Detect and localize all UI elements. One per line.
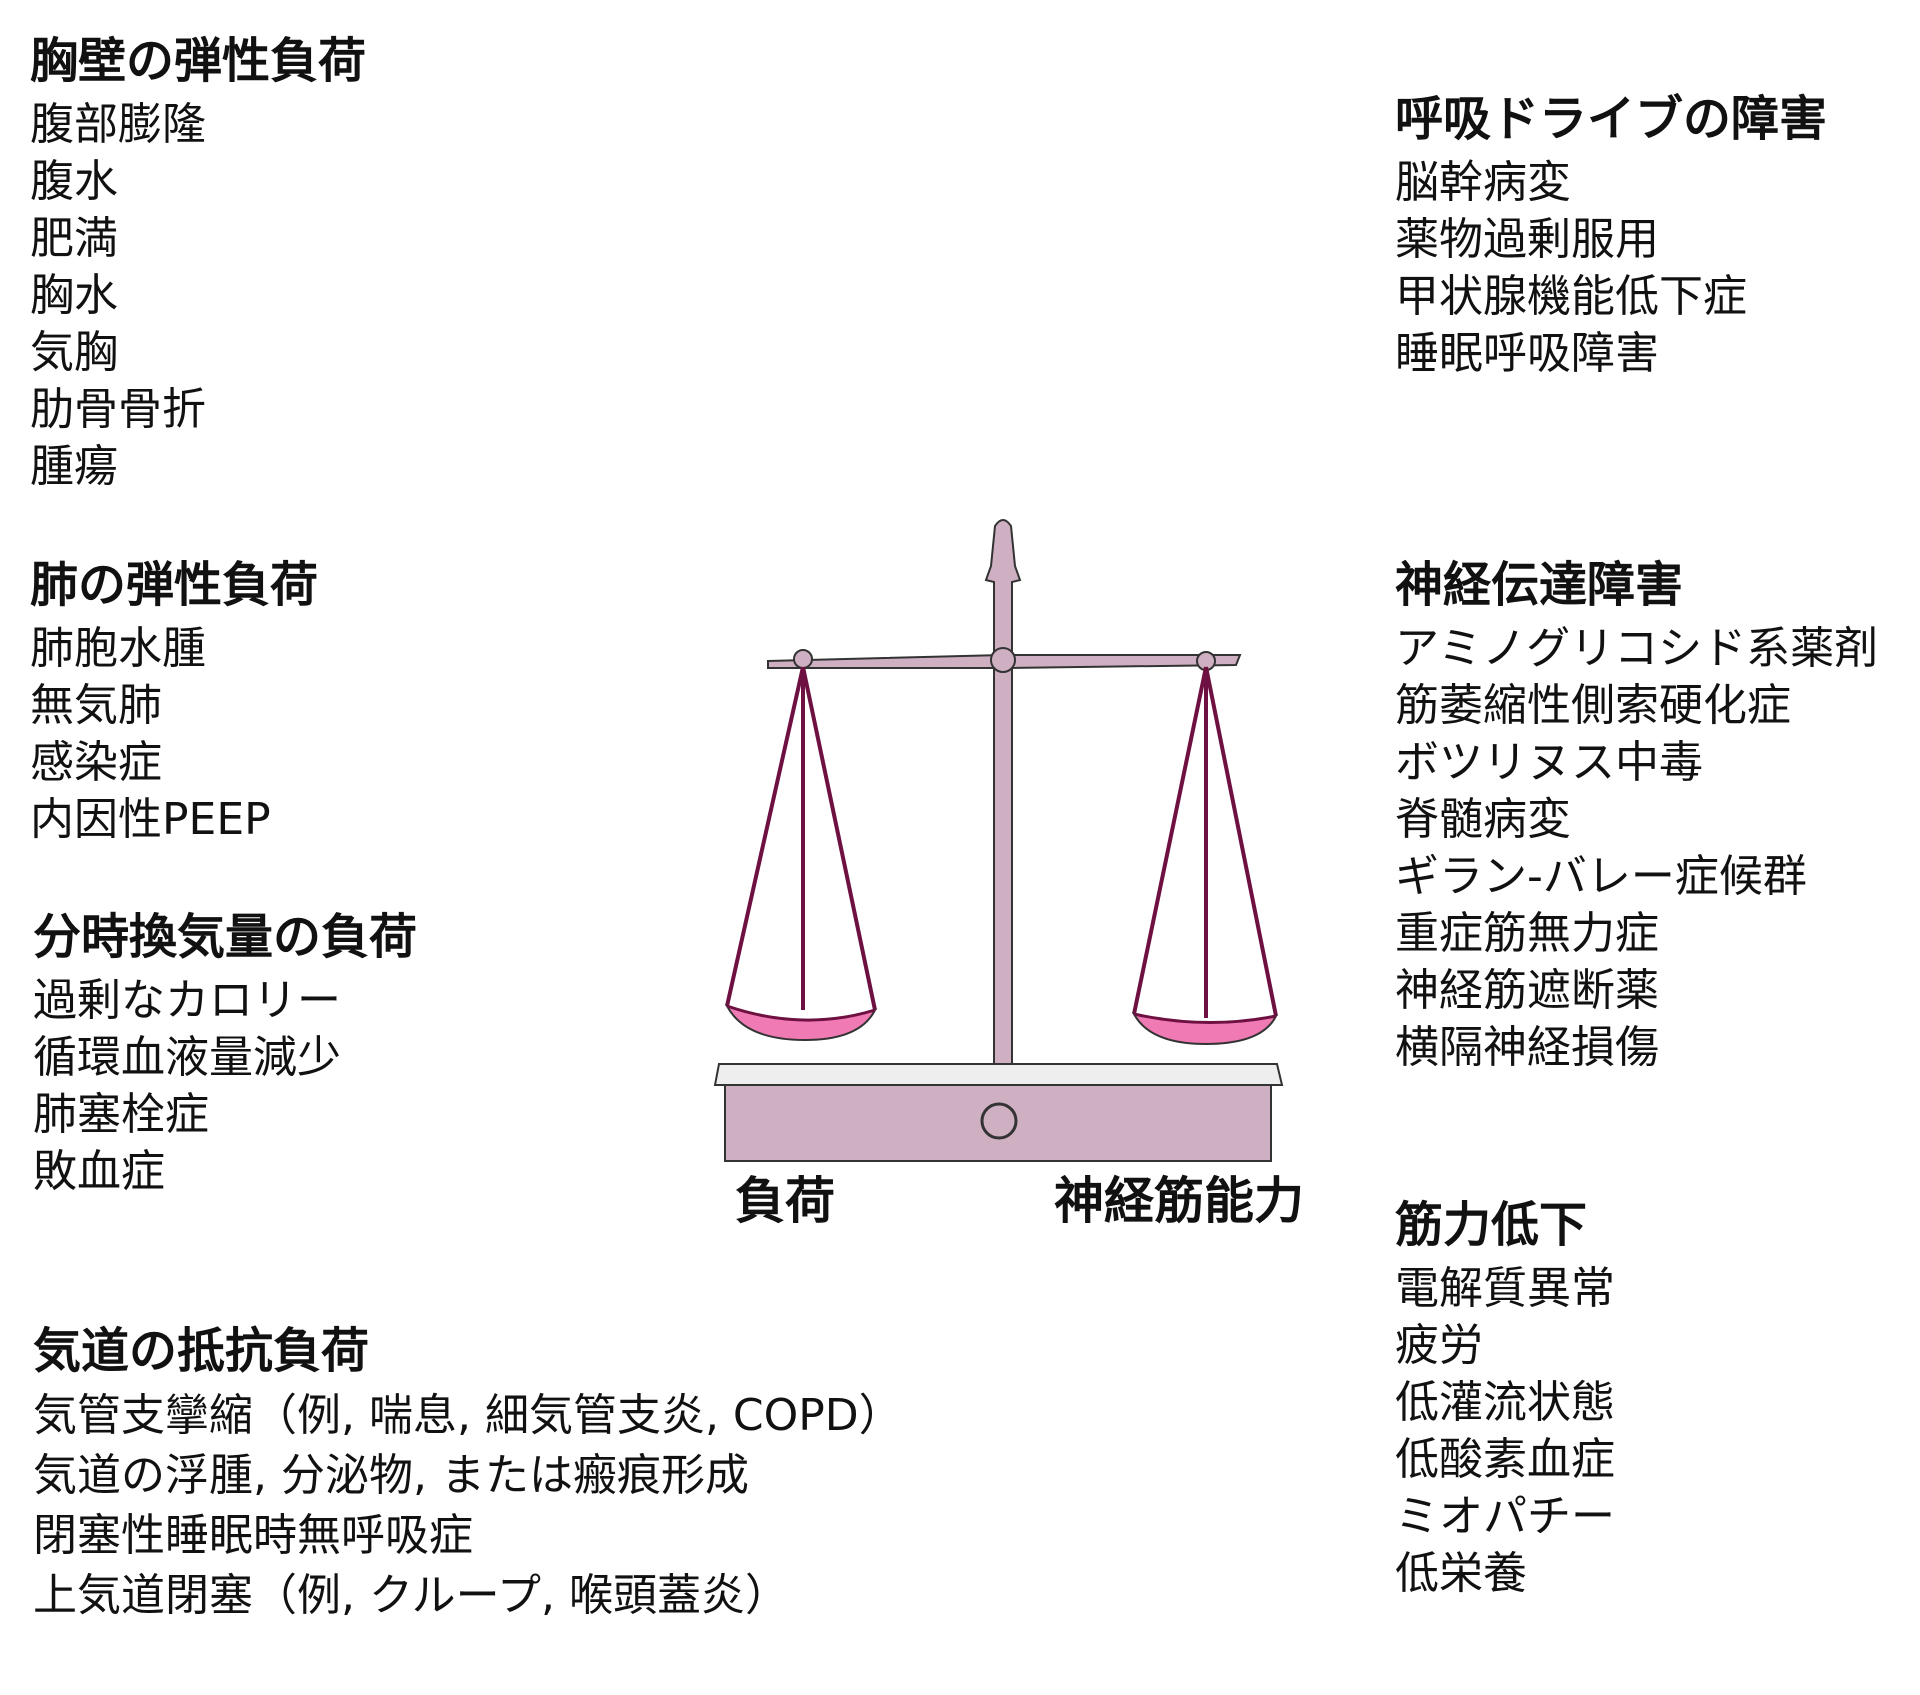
muscle-weakness-heading: 筋力低下: [1395, 1197, 1588, 1253]
list-item: 腫瘍: [30, 441, 118, 492]
list-item: 脊髄病変: [1395, 794, 1571, 845]
list-item: ボツリヌス中毒: [1395, 737, 1703, 788]
minute-ventilation-load-group: 分時換気量の負荷 過剰なカロリー 循環血液量減少 肺塞栓症 敗血症: [33, 908, 417, 1200]
list-item: 肥満: [30, 213, 118, 264]
neurotransmission-list: アミノグリコシド系薬剤 筋萎縮性側索硬化症 ボツリヌス中毒 脊髄病変 ギラン-バ…: [1395, 620, 1878, 1076]
list-item: 肺胞水腫: [30, 623, 206, 674]
airway-resistance-load-group: 気道の抵抗負荷 気管支攣縮（例, 喘息, 細気管支炎, COPD） 気道の浮腫,…: [33, 1322, 903, 1626]
lung-load-heading: 肺の弾性負荷: [30, 557, 319, 613]
list-item: 神経筋遮断薬: [1395, 965, 1659, 1016]
minute-ventilation-load-list: 過剰なカロリー 循環血液量減少 肺塞栓症 敗血症: [33, 972, 417, 1200]
scale-post: [984, 519, 1022, 1065]
chest-wall-load-heading: 胸壁の弾性負荷: [30, 33, 367, 89]
right-pan-chain-left: [1132, 666, 1208, 1015]
list-item: 敗血症: [33, 1146, 165, 1197]
list-item: 過剰なカロリー: [33, 975, 341, 1026]
list-item: 低酸素血症: [1395, 1434, 1615, 1485]
chest-wall-load-group: 胸壁の弾性負荷 腹部膨隆 腹水 肥満 胸水 気胸 肋骨骨折 腫瘍: [30, 32, 366, 495]
list-item: 胸水: [30, 270, 118, 321]
right-pan-rim: [1133, 1012, 1277, 1025]
list-item: 横隔神経損傷: [1395, 1022, 1659, 1073]
list-item: 睡眠呼吸障害: [1395, 328, 1659, 379]
list-item: 腹部膨隆: [30, 99, 206, 150]
beam-left-knob: [793, 649, 813, 669]
list-item: 上気道閉塞（例, クループ, 喉頭蓋炎）: [33, 1570, 789, 1621]
list-item: 気胸: [30, 327, 118, 378]
list-item: 気道の浮腫, 分泌物, または瘢痕形成: [33, 1450, 749, 1501]
lung-load-list: 肺胞水腫 無気肺 感染症 内因性PEEP: [30, 620, 318, 848]
neuromuscular-capacity-label: 神経筋能力: [1054, 1172, 1304, 1230]
list-item: 閉塞性睡眠時無呼吸症: [33, 1510, 473, 1561]
neurotransmission-heading: 神経伝達障害: [1395, 557, 1684, 613]
load-label: 負荷: [735, 1172, 835, 1230]
list-item: 薬物過剰服用: [1395, 214, 1659, 265]
list-item: ギラン-バレー症候群: [1395, 851, 1807, 902]
muscle-weakness-list: 電解質異常 疲労 低灌流状態 低酸素血症 ミオパチー 低栄養: [1395, 1260, 1615, 1602]
respiratory-drive-group: 呼吸ドライブの障害 脳幹病変 薬物過剰服用 甲状腺機能低下症 睡眠呼吸障害: [1395, 90, 1827, 382]
list-item: 低栄養: [1395, 1548, 1527, 1599]
chest-wall-load-list: 腹部膨隆 腹水 肥満 胸水 気胸 肋骨骨折 腫瘍: [30, 96, 366, 495]
list-item: 甲状腺機能低下症: [1395, 271, 1747, 322]
list-item: 肋骨骨折: [30, 384, 206, 435]
list-item: 循環血液量減少: [33, 1032, 341, 1083]
list-item: 重症筋無力症: [1395, 908, 1659, 959]
left-pan-chain-right: [801, 666, 877, 1011]
muscle-weakness-group: 筋力低下 電解質異常 疲労 低灌流状態 低酸素血症 ミオパチー 低栄養: [1395, 1196, 1615, 1602]
beam-center-pivot: [990, 647, 1016, 673]
list-item: 腹水: [30, 156, 118, 207]
list-item: アミノグリコシド系薬剤: [1395, 623, 1879, 674]
balance-scale-illustration: 負荷 神経筋能力: [713, 519, 1304, 1230]
left-pan-rim: [726, 1004, 876, 1022]
left-pan-chain-left: [725, 666, 805, 1007]
list-item: 低灌流状態: [1395, 1377, 1615, 1428]
list-item: 脳幹病変: [1395, 157, 1571, 208]
scale-base-top: [713, 1063, 1284, 1086]
list-item: 内因性PEEP: [30, 794, 271, 845]
respiratory-drive-list: 脳幹病変 薬物過剰服用 甲状腺機能低下症 睡眠呼吸障害: [1395, 154, 1827, 382]
neurotransmission-group: 神経伝達障害 アミノグリコシド系薬剤 筋萎縮性側索硬化症 ボツリヌス中毒 脊髄病…: [1395, 556, 1878, 1076]
scale-base-knob: [980, 1102, 1018, 1140]
lung-load-group: 肺の弾性負荷 肺胞水腫 無気肺 感染症 内因性PEEP: [30, 556, 318, 848]
list-item: 気管支攣縮（例, 喘息, 細気管支炎, COPD）: [33, 1390, 903, 1441]
list-item: 無気肺: [30, 680, 162, 731]
list-item: 筋萎縮性側索硬化症: [1395, 680, 1791, 731]
list-item: 肺塞栓症: [33, 1089, 209, 1140]
airway-resistance-load-list: 気管支攣縮（例, 喘息, 細気管支炎, COPD） 気道の浮腫, 分泌物, また…: [33, 1386, 903, 1626]
respiratory-drive-heading: 呼吸ドライブの障害: [1395, 91, 1828, 147]
list-item: 感染症: [30, 737, 162, 788]
minute-ventilation-load-heading: 分時換気量の負荷: [33, 909, 418, 965]
list-item: ミオパチー: [1395, 1491, 1615, 1542]
right-pan-chain-right: [1204, 666, 1278, 1017]
list-item: 電解質異常: [1395, 1263, 1615, 1314]
list-item: 疲労: [1395, 1320, 1483, 1371]
airway-resistance-load-heading: 気道の抵抗負荷: [33, 1323, 370, 1379]
